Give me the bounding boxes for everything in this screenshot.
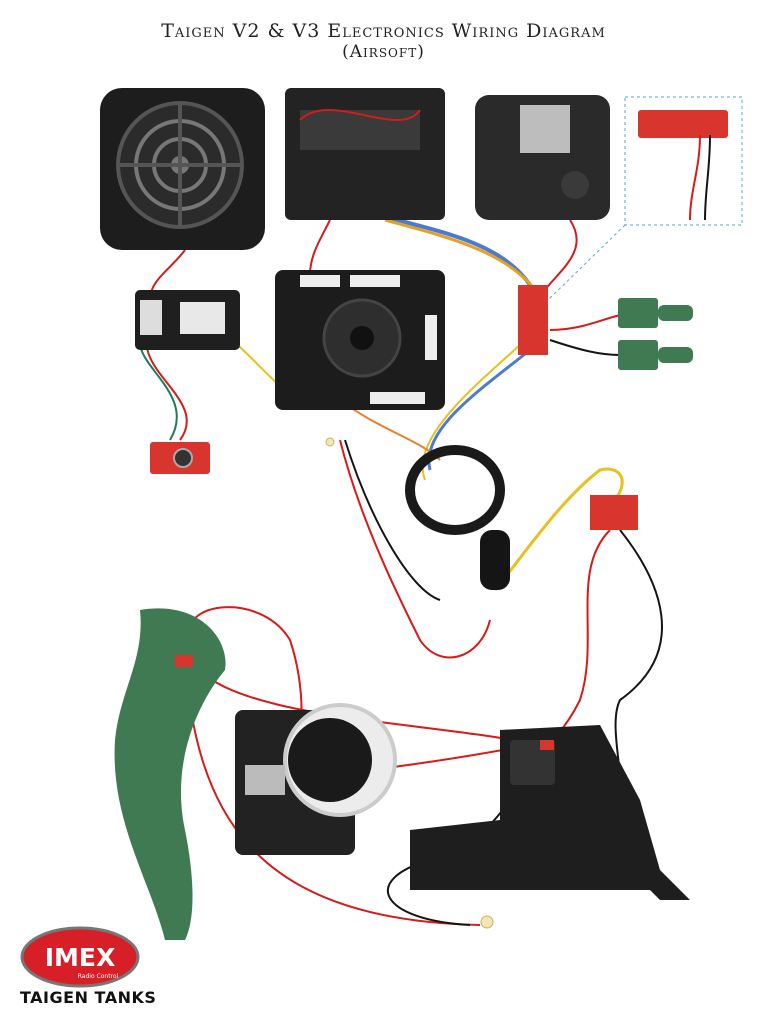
logo-tagline: TAIGEN TANKS <box>20 988 157 1007</box>
diagram-subtitle: (Airsoft) <box>342 42 425 62</box>
hull-connector-board <box>590 495 638 530</box>
ferrite-ring <box>405 445 510 590</box>
turret-motor <box>475 95 610 220</box>
smoke-unit <box>285 88 445 220</box>
battery-connectors <box>618 298 693 370</box>
logo-brand: IMEX <box>45 943 116 972</box>
diagram-title: Taigen V2 & V3 Electronics Wiring Diagra… <box>161 20 606 42</box>
sound-card <box>135 290 240 350</box>
elevation-gearbox <box>235 703 397 855</box>
volume-pot-board <box>150 442 210 474</box>
recoil-arm <box>114 608 226 940</box>
logo-subtitle: Radio Control <box>78 973 119 980</box>
microswitch <box>175 655 193 667</box>
led-bulb <box>325 437 335 447</box>
main-control-board <box>275 270 445 410</box>
speaker <box>100 88 265 250</box>
inset-detail <box>547 96 743 301</box>
airsoft-gun-unit <box>410 725 690 900</box>
led-bulb <box>480 915 494 929</box>
connector-board <box>518 285 548 355</box>
imex-logo: IMEX Radio Control <box>20 926 140 988</box>
